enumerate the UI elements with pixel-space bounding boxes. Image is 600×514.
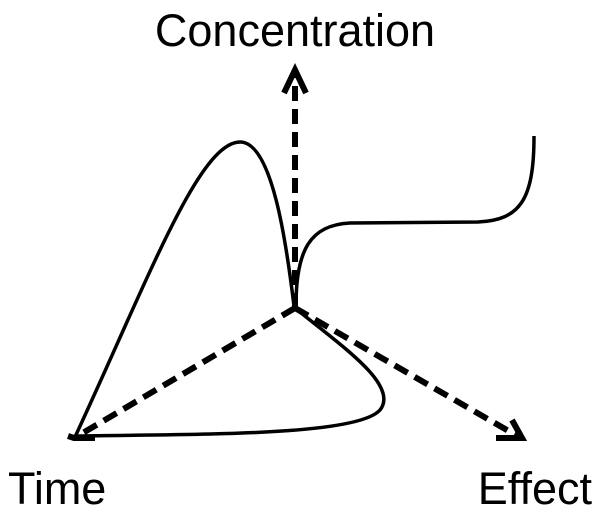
time-label: Time	[8, 463, 107, 514]
concentration-time-curve	[73, 140, 296, 438]
concentration-effect-curve	[294, 135, 536, 307]
effect-arrowhead-icon	[496, 418, 528, 441]
effect-axis	[293, 305, 521, 440]
concentration-label: Concentration	[154, 5, 436, 56]
time-axis	[74, 305, 297, 440]
time-effect-loop-curve	[77, 306, 386, 438]
effect-label: Effect	[477, 463, 592, 514]
axes	[74, 72, 521, 440]
concentration-arrowhead-icon	[281, 63, 309, 95]
time-arrowhead-icon	[67, 433, 95, 441]
